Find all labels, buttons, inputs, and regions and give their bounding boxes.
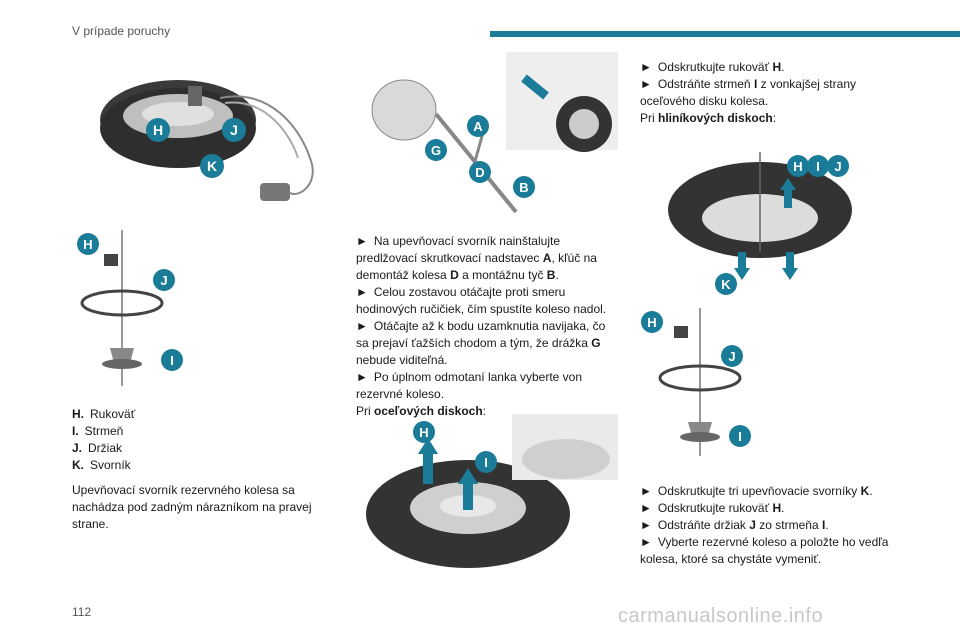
steel-discs-heading: Pri oceľových diskoch: (356, 404, 487, 418)
instruction-step: ►Odstráňte držiak J zo strmeňa I. (640, 518, 829, 532)
svg-text:J: J (160, 273, 167, 288)
legend-item: I.Strmeň (72, 424, 124, 438)
instruction-step: ►Na upevňovací svorník nainštalujte pred… (356, 234, 597, 282)
figure-winch-tool: A G D B (371, 52, 618, 214)
section-title: V prípade poruchy (72, 24, 171, 38)
figure-bracket-parts: H J I (77, 230, 183, 386)
svg-text:H: H (647, 315, 656, 330)
label-badge-J: J (153, 269, 175, 291)
svg-text:J: J (728, 349, 735, 364)
figure-steel-disc-wheel: H I (366, 414, 618, 568)
instruction-step: ►Odskrutkujte rukoväť H. (640, 60, 785, 74)
svg-text:G: G (431, 143, 441, 158)
page-number: 112 (72, 605, 92, 619)
header-accent-bar (490, 31, 960, 37)
svg-text:J: J (230, 122, 238, 138)
label-badge-I: I (475, 451, 497, 473)
svg-text:A: A (473, 119, 483, 134)
svg-text:I: I (170, 353, 174, 368)
label-badge-K: K (200, 154, 224, 178)
figure-spare-wheel-cable: H J K (100, 80, 314, 201)
svg-text:I: I (816, 159, 820, 174)
instructions-column-3-top: ►Odskrutkujte rukoväť H. ►Odstráňte strm… (640, 59, 902, 127)
figure-aluminum-disc-wheel: H I J K (668, 152, 852, 295)
label-badge-I: I (807, 155, 829, 177)
label-badge-I: I (729, 425, 751, 447)
intro-paragraph: Upevňovací svorník rezervného kolesa sa … (72, 483, 312, 531)
svg-text:K: K (207, 158, 217, 174)
svg-text:I: I (738, 429, 742, 444)
instructions-column-3-bottom: ►Odskrutkujte tri upevňovacie svorníky K… (640, 483, 902, 568)
instruction-step: ►Vyberte rezervné koleso a položte ho ve… (640, 535, 889, 566)
instruction-step: ►Po úplnom odmotaní lanka vyberte von re… (356, 370, 583, 401)
legend-item: J.Držiak (72, 441, 123, 455)
label-badge-J: J (222, 118, 246, 142)
label-badge-H: H (641, 311, 663, 333)
instructions-column-2: ►Na upevňovací svorník nainštalujte pred… (356, 233, 618, 420)
instruction-step: ►Otáčajte až k bodu uzamknutia navijaka,… (356, 319, 606, 367)
aluminum-discs-heading: Pri hliníkových diskoch: (640, 111, 777, 125)
label-badge-H: H (77, 233, 99, 255)
svg-text:D: D (475, 165, 484, 180)
svg-text:H: H (153, 122, 163, 138)
svg-text:B: B (519, 180, 528, 195)
svg-text:H: H (793, 159, 802, 174)
label-badge-K: K (715, 273, 737, 295)
label-badge-A: A (467, 115, 489, 137)
label-badge-B: B (513, 176, 535, 198)
instruction-step: ►Celou zostavou otáčajte proti smeru hod… (356, 285, 607, 316)
legend-item: K.Svorník (72, 458, 131, 472)
instruction-step: ►Odskrutkujte rukoväť H. (640, 501, 785, 515)
label-badge-D: D (469, 161, 491, 183)
watermark: carmanualsonline.info (618, 605, 824, 627)
label-badge-H: H (413, 421, 435, 443)
label-badge-J: J (721, 345, 743, 367)
svg-text:H: H (419, 425, 428, 440)
label-badge-J: J (827, 155, 849, 177)
label-badge-H: H (787, 155, 809, 177)
parts-legend: H.Rukoväť I.Strmeň J.Držiak K.Svorník (72, 406, 332, 474)
svg-text:K: K (721, 277, 731, 292)
legend-item: H.Rukoväť (72, 407, 136, 421)
instruction-step: ►Odskrutkujte tri upevňovacie svorníky K… (640, 484, 873, 498)
label-badge-I: I (161, 349, 183, 371)
svg-text:J: J (834, 159, 841, 174)
label-badge-H: H (146, 118, 170, 142)
svg-text:I: I (484, 455, 488, 470)
figure-bracket-parts-aluminum: H J I (641, 308, 751, 456)
instruction-step: ►Odstráňte strmeň I z vonkajšej strany o… (640, 77, 856, 108)
label-badge-G: G (425, 139, 447, 161)
svg-text:H: H (83, 237, 92, 252)
